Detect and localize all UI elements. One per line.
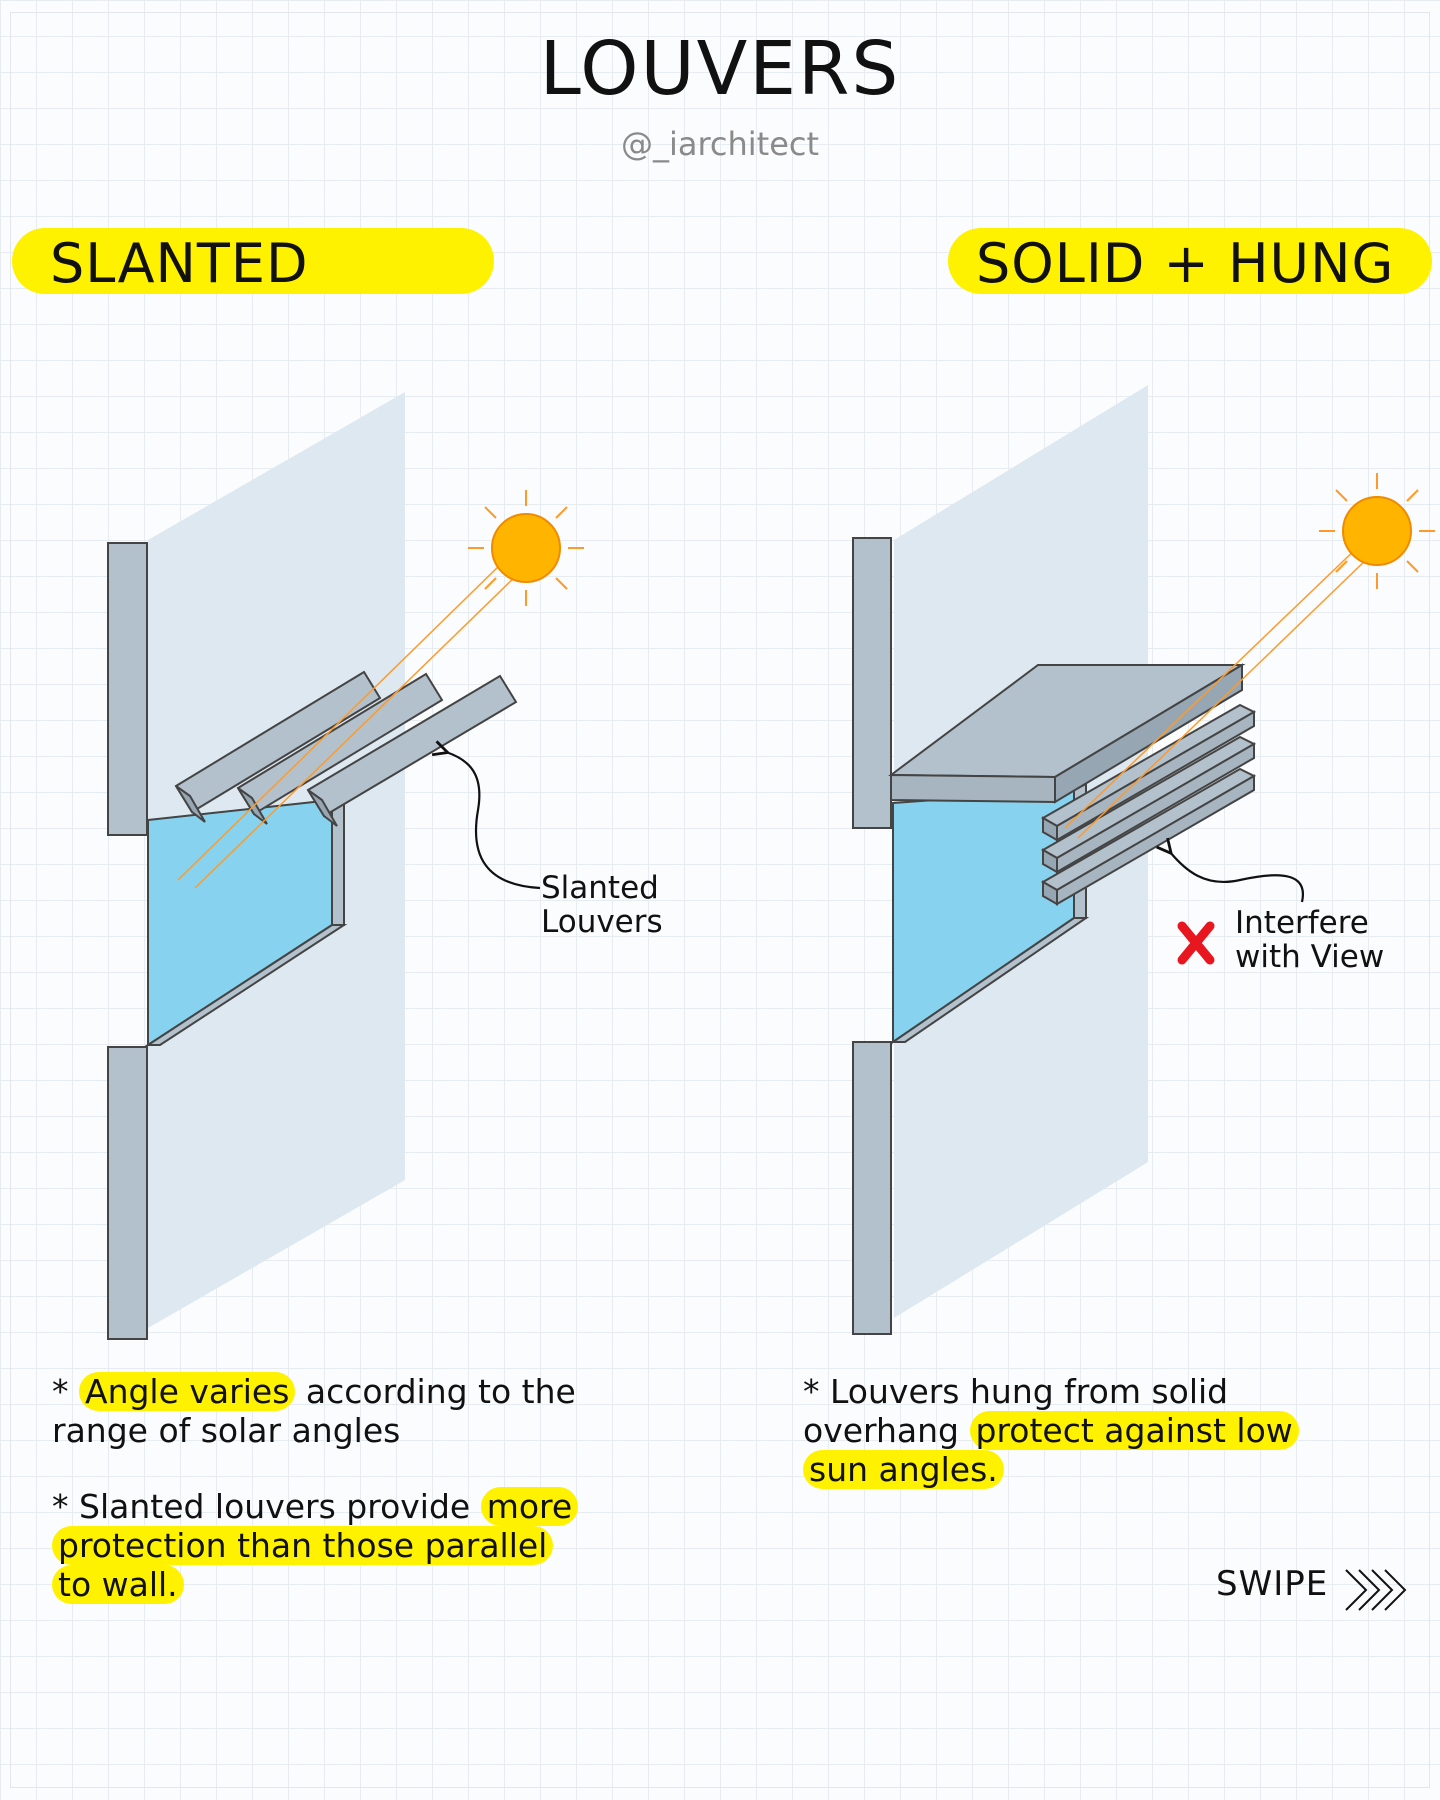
callout-slanted-louvers: Slanted Louvers — [541, 871, 663, 939]
sun-ray — [1077, 555, 1371, 839]
note-text: overhang — [803, 1411, 960, 1450]
note-text: Louvers hung from solid — [830, 1372, 1229, 1411]
cross-icon — [1177, 921, 1215, 965]
chevrons-icon — [1345, 1569, 1407, 1611]
window-jamb — [331, 792, 345, 926]
swipe-label[interactable]: SWIPE — [1216, 1564, 1329, 1604]
callout-line: with View — [1235, 939, 1385, 975]
arrow-icon — [1170, 852, 1305, 903]
sun-icon — [468, 490, 584, 606]
sun-ray — [177, 559, 506, 881]
bullet: * — [803, 1372, 830, 1411]
note-highlight: to wall. — [52, 1565, 184, 1604]
heading-pill-solid-hung: SOLID + HUNG — [948, 228, 1432, 295]
solid-hung-note-1: * Louvers hung from solid overhang prote… — [803, 1372, 1363, 1489]
callout-interfere-view: Interfere with View — [1235, 906, 1384, 974]
solid-overhang — [888, 663, 1246, 804]
sun-icon — [1319, 473, 1435, 589]
note-text: according to the — [305, 1372, 576, 1411]
bullet: * — [52, 1487, 79, 1526]
heading-slanted: SLANTED — [50, 232, 309, 295]
page-frame — [10, 12, 1430, 1788]
wall-lower — [852, 1041, 892, 1335]
slanted-note-1: * Angle varies according to the range of… — [52, 1372, 612, 1450]
slanted-diagram — [107, 392, 584, 1340]
sun-ray — [1064, 544, 1361, 829]
heading-pill-slanted: SLANTED — [12, 228, 494, 295]
slanted-note-2: * Slanted louvers provide more protectio… — [52, 1487, 622, 1604]
bullet: * — [52, 1372, 79, 1411]
solid-hung-diagram — [852, 385, 1435, 1335]
note-highlight: Angle varies — [79, 1372, 296, 1411]
wall-lower — [107, 1046, 148, 1340]
note-text: range of solar angles — [52, 1411, 401, 1450]
wall-upper — [107, 542, 148, 836]
callout-line: Interfere — [1235, 905, 1369, 941]
callout-line: Louvers — [541, 904, 663, 940]
callout-line: Slanted — [541, 870, 659, 906]
note-highlight: protect against low — [969, 1411, 1299, 1450]
note-highlight: sun angles. — [803, 1450, 1004, 1489]
author-handle: @_iarchitect — [620, 125, 820, 163]
arrow-icon — [446, 752, 541, 890]
wall-upper — [852, 537, 892, 829]
slanted-louvers — [174, 670, 518, 827]
page-title: LOUVERS — [539, 26, 901, 112]
heading-solid-hung: SOLID + HUNG — [976, 232, 1395, 295]
sun-ray — [194, 571, 521, 889]
note-highlight: more — [480, 1487, 579, 1526]
hung-louvers — [1040, 703, 1257, 906]
note-highlight: protection than those parallel — [52, 1526, 554, 1565]
note-text: Slanted louvers provide — [79, 1487, 471, 1526]
